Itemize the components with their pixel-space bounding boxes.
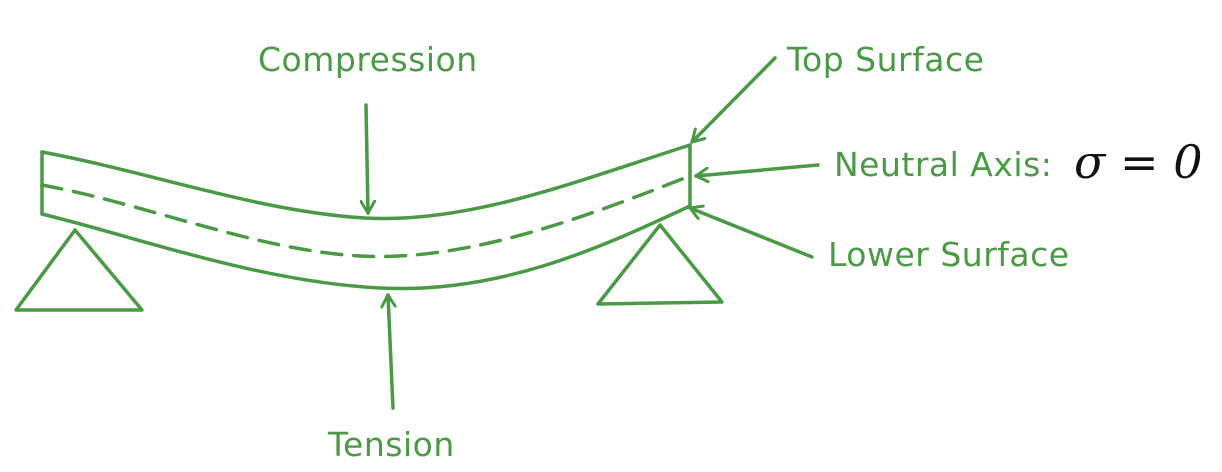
beam-neutral-axis (40, 174, 692, 259)
top-surface-arrow (690, 56, 777, 144)
right-support-triangle (596, 223, 724, 306)
left-support-triangle (14, 228, 144, 312)
beam-top-surface (40, 143, 692, 221)
lower-surface-label: Lower Surface (828, 235, 1070, 274)
beam-lower-surface (40, 204, 692, 291)
tension-arrow (388, 293, 393, 410)
top-surface-label: Top Surface (786, 40, 984, 79)
neutral-axis-arrow (694, 163, 820, 176)
compression-arrow (366, 103, 368, 215)
compression-label: Compression (258, 40, 478, 79)
tension-label: Tension (327, 425, 455, 464)
lower-surface-arrow (688, 208, 814, 259)
neutral-axis-equation: σ = 0 (1074, 135, 1202, 189)
neutral-axis-label: Neutral Axis: (834, 145, 1052, 184)
